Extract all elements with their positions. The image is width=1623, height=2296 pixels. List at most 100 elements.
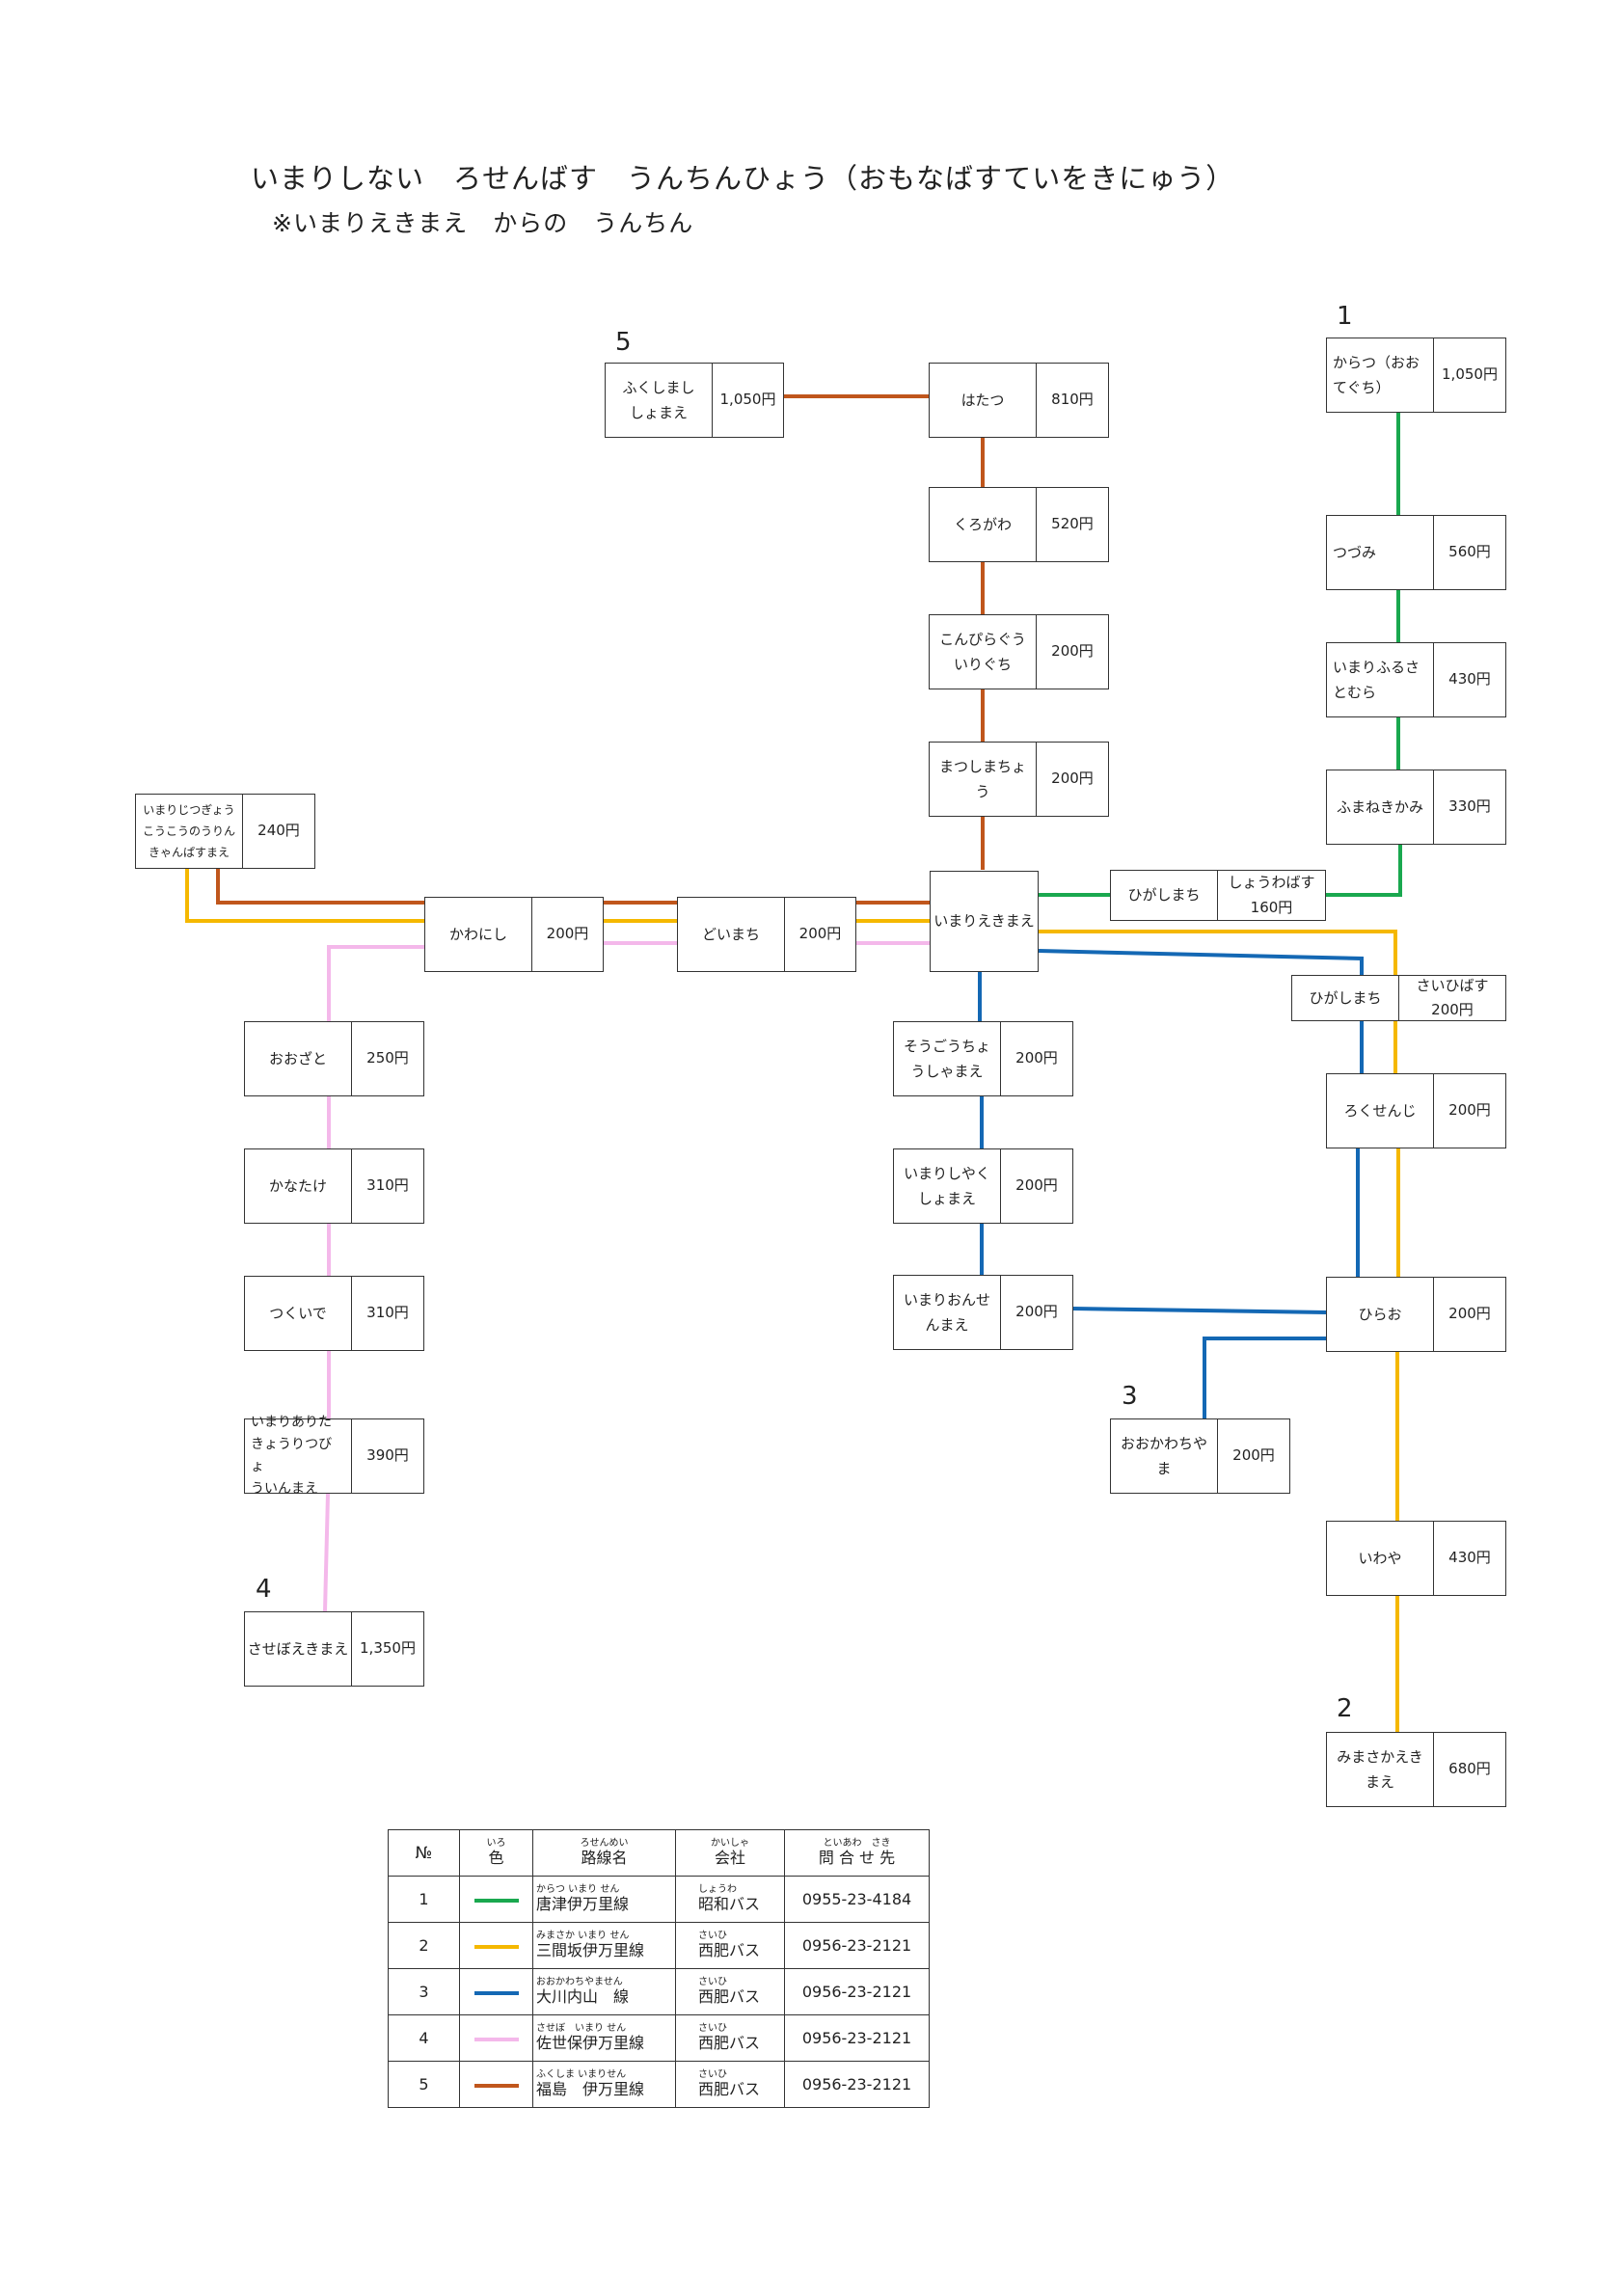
- stop-name: つづみ: [1327, 516, 1434, 589]
- stop-box: ひがしまち さいひばす 200円: [1291, 975, 1506, 1021]
- stop-fare: 310円: [366, 1304, 409, 1322]
- legend-route-ruby: からつ いまり せん: [536, 1884, 620, 1896]
- route-color-swatch: [473, 1944, 519, 1949]
- legend-tel: 0956-23-2121: [784, 1968, 930, 2015]
- route2-line: [1039, 930, 1397, 975]
- legend-route-ruby: させぼ いまり せん: [536, 2023, 627, 2035]
- stop-name: からつ（おお てぐち）: [1327, 338, 1434, 412]
- route-color-swatch: [473, 1990, 519, 1995]
- stop-box: いわや 430円: [1326, 1521, 1506, 1596]
- stop-fare: 310円: [366, 1176, 409, 1195]
- stop-name: ひらお: [1327, 1278, 1434, 1351]
- legend-row: 1 からつ いまり せん 唐津伊万里線 しょうわ 昭和バス 0955-23-41…: [388, 1876, 930, 1923]
- legend-color-cell: [459, 1922, 533, 1969]
- stop-box: いまりじつぎょう こうこうのうりん きゃんぱすまえ 240円: [135, 794, 315, 869]
- legend-color-cell: [459, 1876, 533, 1923]
- stop-fare: 200円: [1448, 1101, 1491, 1120]
- stop-name: いまりふるさ とむら: [1327, 643, 1434, 716]
- legend-company-ruby: さいひ: [698, 1931, 727, 1942]
- stop-fare: 200円: [1051, 770, 1094, 788]
- stop-box: いまりしやく しょまえ 200円: [893, 1148, 1073, 1224]
- stop-box: おおざと 250円: [244, 1021, 424, 1096]
- legend-color-cell: [459, 2061, 533, 2108]
- legend-header-route: ろせんめい 路線名: [532, 1829, 676, 1877]
- stop-box-imari-station: いまりえきまえ: [930, 871, 1039, 972]
- legend-company-name: 西肥バス: [698, 1941, 761, 1960]
- stop-fare: 200円: [798, 925, 842, 943]
- legend-row: 4 させぼ いまり せん 佐世保伊万里線 さいひ 西肥バス 0956-23-21…: [388, 2014, 930, 2062]
- route5-line: [216, 869, 424, 905]
- legend-company-ruby: さいひ: [698, 2023, 727, 2035]
- legend-tel: 0956-23-2121: [784, 2014, 930, 2062]
- legend-header-contact-label: 問 合 せ 先: [818, 1849, 896, 1868]
- stop-name: まつしまちょう: [930, 743, 1037, 816]
- legend-header-row: № いろ 色 ろせんめい 路線名 かいしゃ 会社 といあわ さき 問 合 せ 先: [388, 1829, 930, 1877]
- legend-color-cell: [459, 2014, 533, 2062]
- legend-header-contact-ruby: といあわ さき: [823, 1838, 891, 1850]
- stop-name: ふくしまし しょまえ: [606, 364, 713, 437]
- stop-name: いまりえきまえ: [933, 912, 1035, 931]
- legend-route-name: 大川内山 線: [536, 1987, 630, 2007]
- stop-name: いまりじつぎょう こうこうのうりん きゃんぱすまえ: [136, 795, 243, 868]
- stop-name: ろくせんじ: [1327, 1074, 1434, 1148]
- legend-route-ruby: ふくしま いまりせん: [536, 2069, 627, 2081]
- legend-no: 3: [388, 1968, 460, 2015]
- legend-route-ruby: おおかわちやません: [536, 1977, 623, 1988]
- legend-route-name: 三間坂伊万里線: [536, 1941, 645, 1960]
- stop-name: ひがしまち: [1111, 871, 1218, 920]
- legend-route-name: 唐津伊万里線: [536, 1895, 630, 1914]
- stop-fare: 200円: [1015, 1303, 1058, 1321]
- legend-company-cell: さいひ 西肥バス: [675, 1968, 785, 2015]
- stop-box: いまりおんせ んまえ 200円: [893, 1275, 1073, 1350]
- legend-header-company-label: 会社: [714, 1849, 745, 1868]
- stop-box: ろくせんじ 200円: [1326, 1073, 1506, 1148]
- stop-name: させぼえきまえ: [245, 1612, 352, 1686]
- legend-company-ruby: さいひ: [698, 1977, 727, 1988]
- legend-row: 3 おおかわちやません 大川内山 線 さいひ 西肥バス 0956-23-2121: [388, 1968, 930, 2015]
- legend-route-name: 福島 伊万里線: [536, 2080, 645, 2099]
- stop-name: こんぴらぐう いりぐち: [930, 615, 1037, 689]
- legend-company-cell: さいひ 西肥バス: [675, 2061, 785, 2108]
- route-number-4: 4: [256, 1575, 272, 1604]
- legend-header-color: いろ 色: [459, 1829, 533, 1877]
- stop-name: いまりおんせ んまえ: [894, 1276, 1001, 1349]
- legend-header-route-ruby: ろせんめい: [580, 1838, 629, 1850]
- stop-fare: 1,350円: [360, 1639, 416, 1658]
- stop-name: いまりしやく しょまえ: [894, 1149, 1001, 1223]
- route3-line: [1072, 1307, 1327, 1314]
- stop-box: いまりありた きょうりつびょ ういんまえ 390円: [244, 1415, 424, 1497]
- stop-fare: 1,050円: [1442, 365, 1498, 384]
- stop-fare: 200円: [1448, 1305, 1491, 1323]
- legend-no: 5: [388, 2061, 460, 2108]
- stop-name: ふまねきかみ: [1327, 770, 1434, 844]
- stop-name: ひがしまち: [1292, 976, 1399, 1020]
- stop-box: ふくしまし しょまえ 1,050円: [605, 363, 784, 438]
- route3-line: [1203, 1337, 1326, 1418]
- stop-box: くろがわ 520円: [929, 487, 1109, 562]
- stop-name: はたつ: [930, 364, 1037, 437]
- legend-header-no: №: [388, 1829, 460, 1877]
- legend-route-cell: ふくしま いまりせん 福島 伊万里線: [532, 2061, 676, 2108]
- route2-line: [185, 869, 424, 923]
- stop-box: させぼえきまえ 1,350円: [244, 1611, 424, 1687]
- legend-row: 2 みまさか いまり せん 三間坂伊万里線 さいひ 西肥バス 0956-23-2…: [388, 1922, 930, 1969]
- route1-line: [1326, 845, 1402, 897]
- stop-fare: 1,050円: [719, 391, 776, 409]
- legend-no: 4: [388, 2014, 460, 2062]
- stop-name: かなたけ: [245, 1149, 352, 1223]
- legend-company-name: 昭和バス: [698, 1895, 761, 1914]
- stop-box: みまさかえき まえ 680円: [1326, 1732, 1506, 1807]
- route-color-swatch: [473, 2083, 519, 2088]
- route-number-3: 3: [1122, 1382, 1138, 1411]
- stop-box: はたつ 810円: [929, 363, 1109, 438]
- legend-row: 5 ふくしま いまりせん 福島 伊万里線 さいひ 西肥バス 0956-23-21…: [388, 2061, 930, 2108]
- legend-tel: 0956-23-2121: [784, 2061, 930, 2108]
- stop-name: おおざと: [245, 1022, 352, 1095]
- route-color-swatch: [473, 2037, 519, 2041]
- stop-fare: 330円: [1448, 797, 1491, 816]
- legend-route-ruby: みまさか いまり せん: [536, 1931, 630, 1942]
- stop-name: かわにし: [425, 898, 532, 971]
- page-title: いまりしない ろせんばす うんちんひょう（おもなばすていをきにゅう）: [251, 162, 1235, 195]
- legend-no: 2: [388, 1922, 460, 1969]
- legend-header-company-ruby: かいしゃ: [711, 1838, 749, 1850]
